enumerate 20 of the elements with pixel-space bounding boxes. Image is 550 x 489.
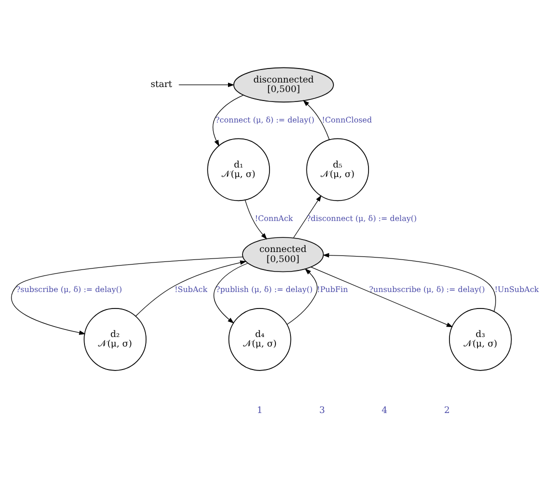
arrow bbox=[302, 100, 330, 140]
arrow bbox=[310, 266, 453, 327]
label: 1 bbox=[256, 406, 263, 416]
node-circle: d₂ 𝒩(μ, σ) bbox=[84, 308, 146, 370]
label: 4 bbox=[382, 406, 388, 416]
arrow bbox=[293, 194, 322, 238]
arrow bbox=[286, 268, 318, 324]
node-circle: d₃ 𝒩(μ, σ) bbox=[448, 308, 512, 370]
label: 2 bbox=[444, 406, 450, 416]
arrow bbox=[322, 252, 496, 312]
label: 3 bbox=[319, 406, 326, 416]
arrow bbox=[178, 82, 234, 87]
node-ellipse: disconnected [0,500] bbox=[233, 66, 334, 102]
arrow bbox=[135, 260, 247, 316]
node-ellipse: connected [0,500] bbox=[242, 236, 324, 272]
arrow bbox=[11, 256, 244, 334]
arrow bbox=[212, 94, 244, 146]
arrow bbox=[214, 262, 248, 323]
arrow bbox=[244, 199, 268, 239]
node-text: start bbox=[150, 80, 172, 90]
